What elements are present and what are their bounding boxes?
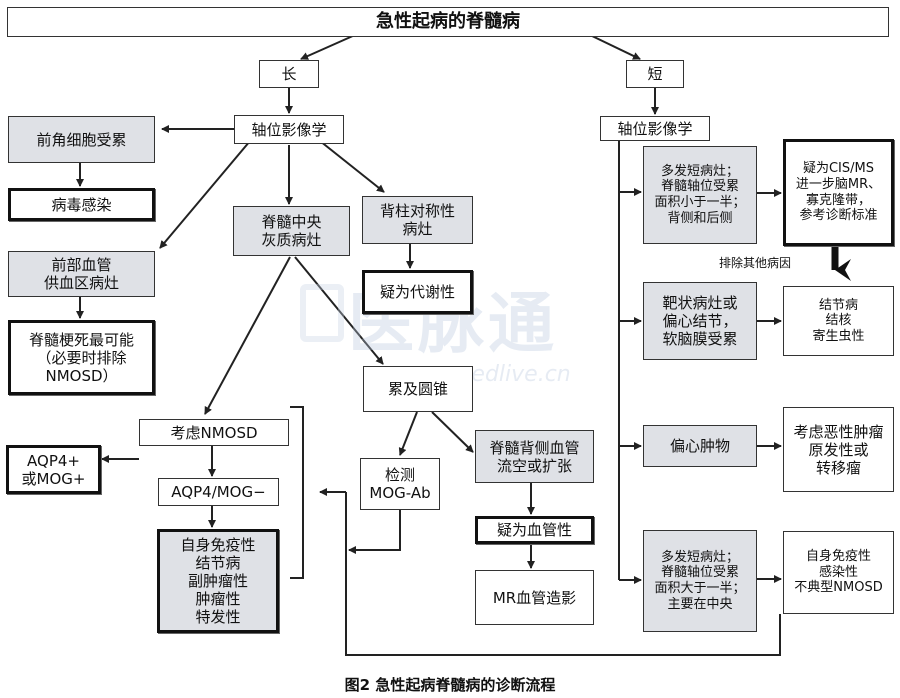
mr-angiography-box: MR血管造影 [475,570,594,625]
branch-long: 长 [259,60,319,88]
right-axial-imaging: 轴位影像学 [600,116,710,141]
tumor-box: 考虑恶性肿瘤 原发性或 转移瘤 [783,407,894,492]
multi-short-lesion-box: 多发短病灶； 脊髓轴位受累 面积小于一半； 背侧和后侧 [643,146,757,244]
line: 脊髓轴位受累 [660,179,739,195]
cis-ms-box: 疑为CIS/MS 进一步脑MR、 寡克隆带， 参考诊断标准 [783,139,894,246]
line: 脊髓中央 [261,213,322,231]
consider-nmosd-box: 考虑NMOSD [139,419,289,446]
line: 偏心结节， [662,312,738,330]
line: 软脑膜受累 [662,330,738,348]
line: 病灶 [402,220,433,238]
line: （必要时排除 [36,348,127,367]
line: 参考诊断标准 [799,208,878,224]
watermark-logo-icon [300,284,344,342]
infectious-box: 结节病 结核 寄生虫性 [783,286,894,356]
line: 副肿瘤性 [187,572,248,590]
target-lesion-box: 靶状病灶或 偏心结节， 软脑膜受累 [643,282,757,360]
viral-infection-box: 病毒感染 [8,188,155,221]
line: 自身免疫性 [180,536,256,554]
vascular-box: 疑为血管性 [475,516,594,544]
branch-short: 短 [626,60,684,88]
eccentric-mass-box: 偏心肿物 [643,425,757,467]
aqp4-negative-box: AQP4/MOG− [158,478,279,506]
dorsal-flow-void-box: 脊髓背侧血管 流空或扩张 [475,430,594,483]
line: 背柱对称性 [379,202,455,220]
line: 前部血管 [51,256,112,274]
line: 结节病 [195,554,241,572]
line: 寡克隆带， [805,192,871,208]
line: 脊髓背侧血管 [489,438,580,457]
multi-large-lesion-box: 多发短病灶； 脊髓轴位受累 面积大于一半； 主要在中央 [643,530,757,632]
line: 供血区病灶 [43,274,119,292]
central-gray-box: 脊髓中央 灰质病灶 [233,206,350,256]
line: 检测 [384,466,415,484]
line: MOG-Ab [369,484,431,502]
line: 面积小于一半； [654,195,746,210]
line: 灰质病灶 [261,231,322,249]
line: 或MOG+ [21,469,86,488]
line: 结核 [825,313,852,329]
line: 多发短病灶； [660,163,739,179]
line: 疑为CIS/MS [802,161,874,177]
diagram-title: 急性起病的脊髓病 [7,7,889,37]
metabolic-box: 疑为代谢性 [362,270,473,314]
exclude-note: 排除其他病因 [719,256,792,270]
line: 脊髓轴位受累 [660,565,739,581]
mog-test-box: 检测 MOG-Ab [360,458,440,510]
line: 感染性 [818,564,858,580]
line: 考虑恶性肿瘤 [793,422,884,441]
line: NMOSD） [45,366,118,385]
spinal-infarction-box: 脊髓梗死最可能 （必要时排除 NMOSD） [8,320,155,395]
conus-box: 累及圆锥 [363,366,473,412]
anterior-horn-box: 前角细胞受累 [8,116,155,163]
line: 靶状病灶或 [662,294,738,312]
line: 流空或扩张 [496,456,572,475]
line: 面积大于一半； [654,581,746,596]
line: 多发短病灶； [660,549,739,565]
line: 主要在中央 [667,596,733,612]
line: 寄生虫性 [812,328,865,344]
aqp4-positive-box: AQP4+ 或MOG+ [6,445,101,494]
line: 肿瘤性 [195,590,241,608]
line: 特发性 [195,608,241,626]
line: 结节病 [818,297,858,313]
line: 进一步脑MR、 [795,176,882,192]
line: 转移瘤 [815,458,861,477]
line: 不典型NMOSD [794,580,883,596]
figure-caption: 图2 急性起病脊髓病的诊断流程 [344,676,556,694]
anterior-vascular-box: 前部血管 供血区病灶 [8,251,155,297]
line: 原发性或 [808,440,869,459]
line: AQP4+ [27,451,80,470]
line: 背侧和后侧 [667,210,733,226]
left-axial-imaging: 轴位影像学 [234,115,344,144]
dorsal-column-box: 背柱对称性 病灶 [362,196,473,244]
autoimmune-left-box: 自身免疫性 结节病 副肿瘤性 肿瘤性 特发性 [157,529,279,633]
line: 脊髓梗死最可能 [28,330,134,349]
autoimmune-right-box: 自身免疫性 感染性 不典型NMOSD [783,531,894,614]
line: 自身免疫性 [805,549,871,565]
